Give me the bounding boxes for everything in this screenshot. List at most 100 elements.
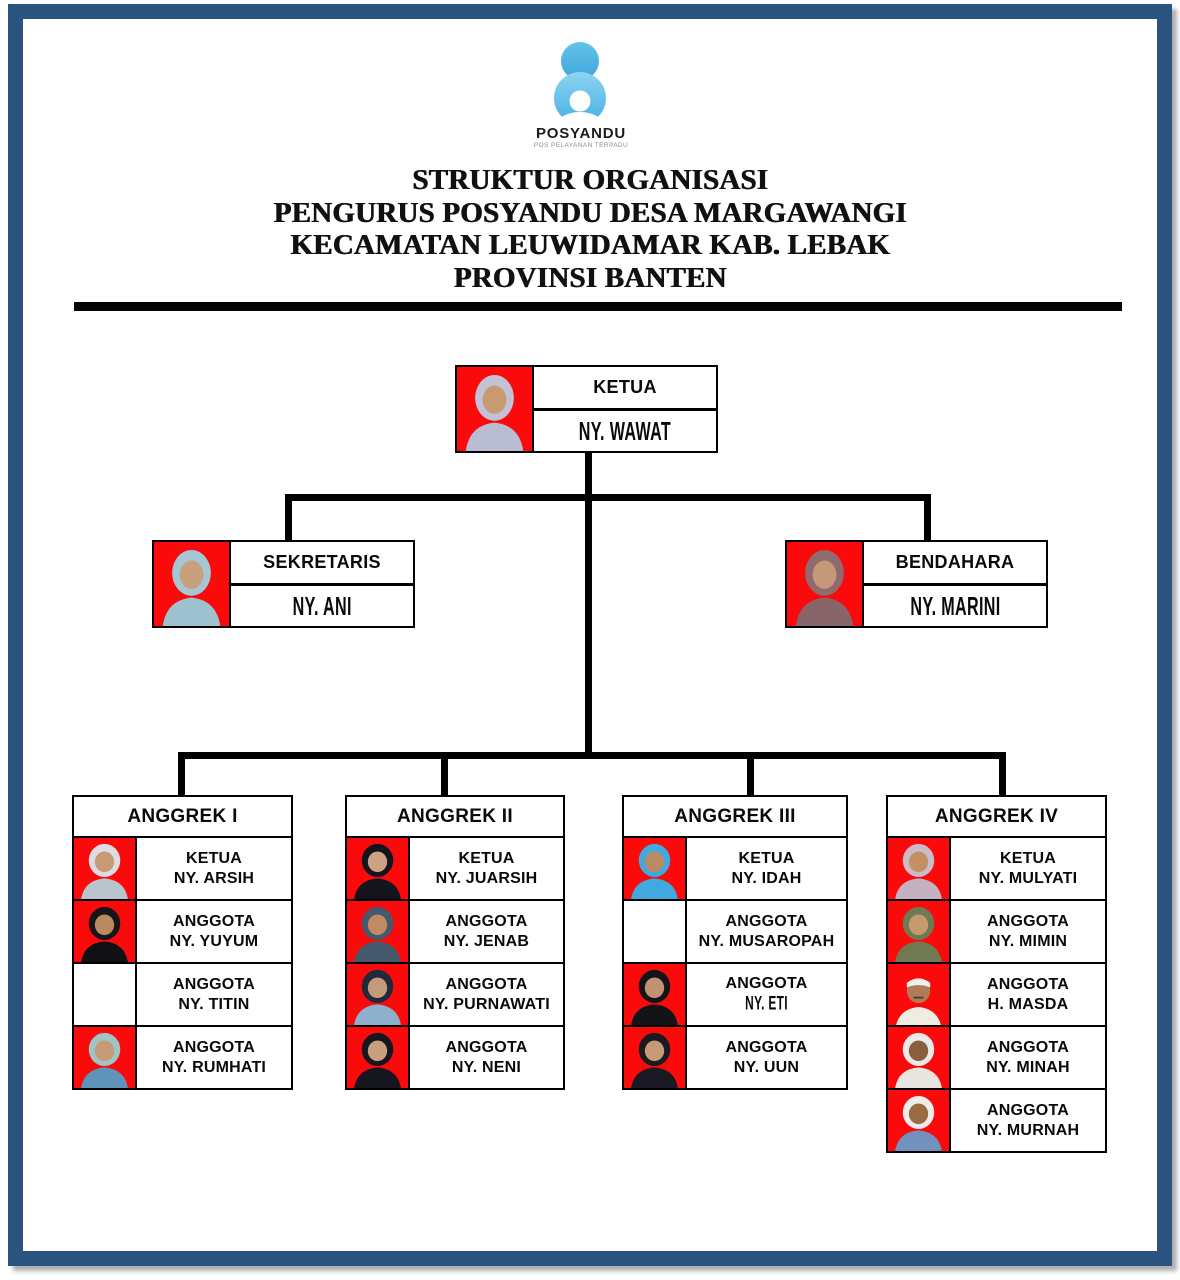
- group-title: ANGGREK IV: [886, 795, 1107, 838]
- member-photo: [74, 901, 137, 962]
- member-role: KETUA: [999, 849, 1057, 867]
- member-row: ANGGOTA NY. TITIN: [72, 962, 293, 1027]
- member-name: NY. MINAH: [986, 1058, 1070, 1076]
- member-row: KETUA NY. ARSIH: [72, 836, 293, 901]
- member-name: NY. PURNAWATI: [423, 995, 550, 1013]
- member-photo: [347, 964, 410, 1025]
- member-role: ANGGOTA: [987, 1038, 1069, 1056]
- connector-group2-drop: [441, 752, 448, 797]
- ketua-name-text: NY. WAWAT: [578, 415, 672, 445]
- member-name: NY. UUN: [733, 1058, 800, 1076]
- ketua-photo: [457, 367, 534, 451]
- posyandu-logo-icon: [551, 40, 611, 124]
- sekretaris-photo: [154, 542, 231, 626]
- member-name: NY. ETI: [736, 993, 797, 1015]
- member-name: NY. TITIN: [178, 995, 250, 1013]
- member-role: ANGGOTA: [725, 912, 808, 930]
- member-role: KETUA: [738, 849, 795, 867]
- document-title: STRUKTUR ORGANISASI PENGURUS POSYANDU DE…: [0, 164, 1180, 294]
- member-photo: [74, 964, 137, 1025]
- member-text: ANGGOTA NY. NENI: [410, 1027, 563, 1088]
- member-name: NY. JUARSIH: [435, 869, 538, 887]
- member-photo: [347, 901, 410, 962]
- member-text: ANGGOTA NY. YUYUM: [137, 901, 291, 962]
- ketua-text: KETUA NY. WAWAT: [534, 367, 716, 451]
- member-photo: [347, 1027, 410, 1088]
- sekretaris-text: SEKRETARIS NY. ANI: [231, 542, 413, 626]
- member-role: ANGGOTA: [173, 912, 255, 930]
- member-photo: [624, 964, 687, 1025]
- member-name: NY. MULYATI: [978, 869, 1078, 887]
- bendahara-name-label: NY. MARINI: [864, 586, 1046, 626]
- member-role: ANGGOTA: [445, 975, 528, 993]
- member-name: H. MASDA: [987, 995, 1069, 1013]
- sekretaris-box: SEKRETARIS NY. ANI: [152, 540, 415, 628]
- member-name: NY. RUMHATI: [161, 1058, 267, 1076]
- ketua-role-label: KETUA: [534, 367, 716, 411]
- group-column-4: ANGGREK IV KETUA NY. MULYATI ANGGOTA NY. MIM…: [886, 795, 1107, 1153]
- title-divider-rule: [74, 302, 1122, 311]
- group-title: ANGGREK II: [345, 795, 565, 838]
- connector-ketua-vertical: [585, 451, 592, 756]
- member-row: ANGGOTA NY. PURNAWATI: [345, 962, 565, 1027]
- sekretaris-name-label: NY. ANI: [231, 586, 413, 626]
- title-line-4: PROVINSI BANTEN: [453, 261, 727, 294]
- member-name: NY. ARSIH: [173, 869, 255, 887]
- member-role: KETUA: [458, 849, 515, 867]
- ketua-box: KETUA NY. WAWAT: [455, 365, 718, 453]
- member-photo: [888, 838, 951, 899]
- connector-groups-horizontal: [178, 752, 1006, 759]
- member-text: KETUA NY. ARSIH: [137, 838, 291, 899]
- member-name: NY. MURNAH: [976, 1121, 1080, 1139]
- connector-group4-drop: [999, 752, 1006, 797]
- member-text: KETUA NY. JUARSIH: [410, 838, 563, 899]
- member-role: ANGGOTA: [173, 1038, 255, 1056]
- member-name: NY. YUYUM: [169, 932, 259, 950]
- member-row: KETUA NY. JUARSIH: [345, 836, 565, 901]
- bendahara-box: BENDAHARA NY. MARINI: [785, 540, 1048, 628]
- member-text: ANGGOTA NY. TITIN: [137, 964, 291, 1025]
- page-border-frame: [8, 4, 1172, 1266]
- connector-sekretaris-drop: [285, 494, 292, 542]
- member-photo: [347, 838, 410, 899]
- bendahara-text: BENDAHARA NY. MARINI: [864, 542, 1046, 626]
- member-photo: [74, 838, 137, 899]
- title-line-3: KECAMATAN LEUWIDAMAR KAB. LEBAK: [290, 229, 890, 261]
- member-text: KETUA NY. MULYATI: [951, 838, 1105, 899]
- connector-officers-horizontal: [285, 494, 931, 501]
- member-role: ANGGOTA: [987, 912, 1069, 930]
- member-text: ANGGOTA NY. PURNAWATI: [410, 964, 563, 1025]
- member-photo: [624, 838, 687, 899]
- member-name: NY. NENI: [451, 1058, 522, 1076]
- member-photo: [624, 1027, 687, 1088]
- group-title: ANGGREK I: [72, 795, 293, 838]
- bendahara-photo: [787, 542, 864, 626]
- member-text: ANGGOTA NY. MINAH: [951, 1027, 1105, 1088]
- logo-title: POSYANDU: [535, 125, 627, 142]
- member-text: ANGGOTA NY. MIMIN: [951, 901, 1105, 962]
- member-role: ANGGOTA: [445, 1038, 528, 1056]
- member-row: ANGGOTA NY. MIMIN: [886, 899, 1107, 964]
- logo-subtitle: POS PELAYANAN TERPADU: [533, 142, 629, 149]
- sekretaris-role-label: SEKRETARIS: [231, 542, 413, 586]
- ketua-name-label: NY. WAWAT: [534, 411, 716, 451]
- member-role: ANGGOTA: [173, 975, 255, 993]
- member-photo: [888, 1027, 951, 1088]
- connector-bendahara-drop: [924, 494, 931, 542]
- member-name: NY. MIMIN: [988, 932, 1068, 950]
- member-role: KETUA: [185, 849, 243, 867]
- sekretaris-name-text: NY. ANI: [292, 590, 352, 620]
- connector-group1-drop: [178, 752, 185, 797]
